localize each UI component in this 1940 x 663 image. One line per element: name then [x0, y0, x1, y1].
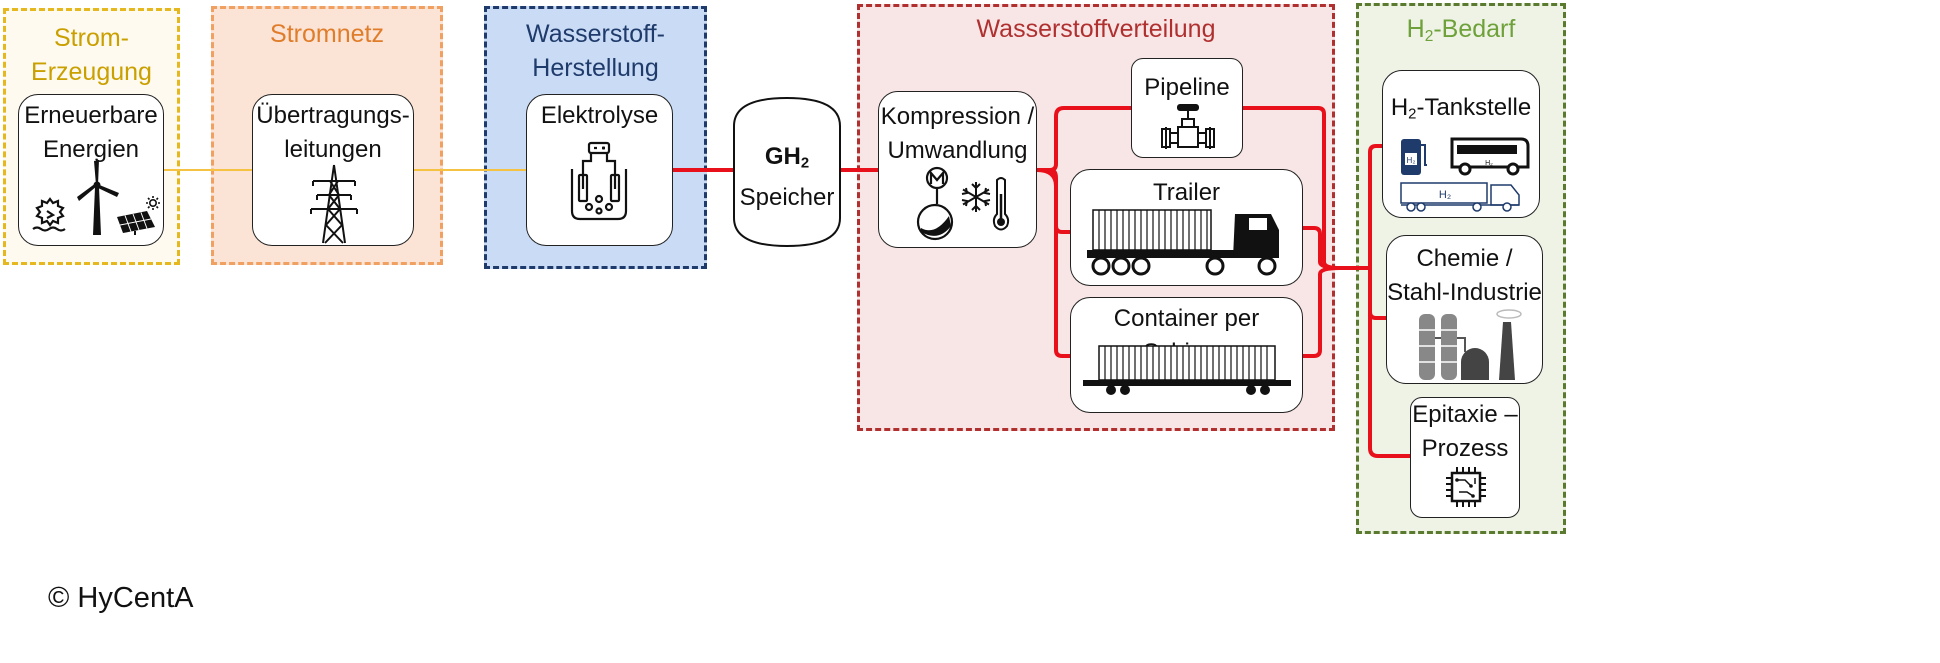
node-trailer: Trailer: [1070, 169, 1303, 286]
node-kompression: Kompression / Umwandlung: [878, 91, 1037, 248]
truck-trailer-icon: [1087, 209, 1279, 276]
node-gh2-speicher: GH2 Speicher: [734, 140, 840, 211]
svg-text:H₂: H₂: [1485, 160, 1493, 167]
hydrogen-lines: [672, 106, 1410, 458]
copyright-notice: © HyCentA: [48, 582, 194, 614]
group-title-wasserstoffverteilung: Wasserstoffverteilung: [976, 15, 1216, 43]
thermometer-icon: [992, 177, 1010, 231]
epitaxie-label-2: Prozess: [1421, 435, 1509, 462]
electrolyzer-icon: [570, 141, 628, 221]
group-title-wasserstoff-herstellung: Wasserstoff- Herstellung: [526, 20, 665, 82]
h2-truck-icon: H₂: [1400, 182, 1520, 212]
group-title-h2-bedarf: H2-Bedarf: [1406, 15, 1516, 45]
elektrolyse-label: Elektrolyse: [540, 102, 659, 129]
tankstelle-label: H2-Tankstelle: [1390, 94, 1532, 123]
solar-panel-icon: [117, 196, 160, 235]
epitaxie-label-1: Epitaxie –: [1412, 401, 1518, 428]
speicher-label-1: GH2: [764, 143, 810, 172]
node-erneuerbare-energien: Erneuerbare Energien: [18, 94, 164, 246]
node-uebertragungsleitungen: Übertragungs- leitungen: [252, 94, 414, 246]
gh2-storage-tank: [733, 96, 841, 248]
fuel-pump-icon: H₂: [1401, 139, 1427, 175]
rail-container-icon: [1083, 345, 1291, 395]
chemie-label-2: Stahl-Industrie: [1387, 279, 1542, 306]
group-title-stromnetz: Stromnetz: [270, 20, 384, 48]
hydro-icon: [32, 197, 66, 232]
node-container-per-schiene: Container per Schiene: [1070, 297, 1303, 413]
truck-h2-label: H₂: [1439, 189, 1451, 201]
node-chemie-stahl: Chemie / Stahl-Industrie: [1386, 235, 1543, 384]
pipeline-label: Pipeline: [1144, 74, 1230, 101]
erneuerbare-label-2: Energien: [42, 136, 140, 163]
node-elektrolyse: Elektrolyse: [526, 94, 673, 246]
speicher-label-2: Speicher: [739, 183, 835, 211]
power-pylon-icon: [310, 164, 358, 244]
motor-compressor-icon: [916, 166, 954, 241]
trailer-label: Trailer: [1152, 179, 1221, 206]
industry-plant-icon: [1419, 309, 1522, 380]
kompression-label-2: Umwandlung: [887, 137, 1028, 164]
uebertragung-label-2: leitungen: [284, 136, 382, 163]
node-pipeline: Pipeline: [1131, 58, 1243, 158]
kompression-label-1: Kompression /: [880, 103, 1035, 130]
node-epitaxie: Epitaxie – Prozess: [1410, 397, 1520, 518]
chip-icon: [1446, 467, 1486, 507]
pipeline-valve-icon: [1161, 104, 1215, 149]
erneuerbare-label-1: Erneuerbare: [24, 102, 158, 129]
wind-turbine-icon: [77, 160, 119, 235]
chemie-label-1: Chemie /: [1416, 245, 1513, 272]
uebertragung-label-1: Übertragungs-: [256, 102, 410, 129]
svg-text:H₂: H₂: [1407, 156, 1416, 165]
group-title-strom-erzeugung: Strom- Erzeugung: [31, 24, 152, 86]
bus-icon: H₂: [1450, 137, 1530, 176]
snowflake-icon: [961, 182, 991, 212]
node-h2-tankstelle: H2-Tankstelle H₂ H₂ H₂: [1382, 70, 1540, 218]
